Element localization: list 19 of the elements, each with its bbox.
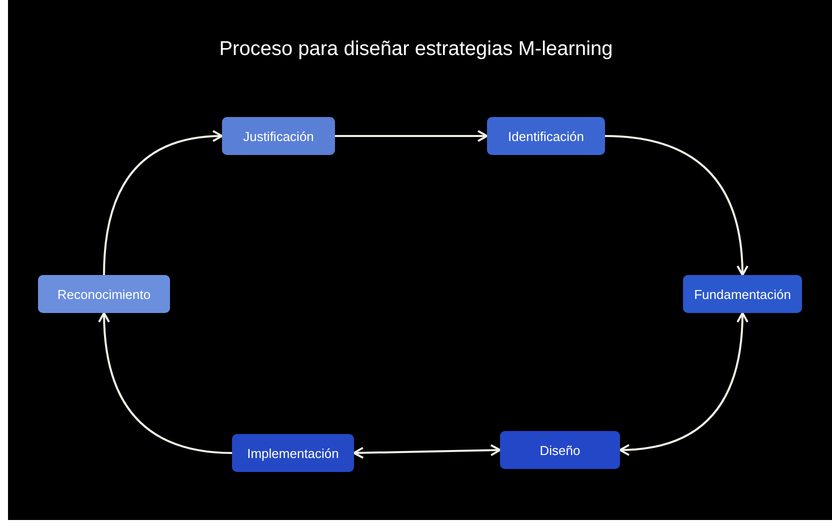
process-box [487,117,605,155]
arrow [619,312,748,456]
process-box [38,275,170,313]
step-label: Identificación [508,128,584,144]
arrow [604,135,748,276]
process-box [222,117,335,155]
arrow [353,444,501,459]
step-label: Implementación [247,446,339,460]
process-box [683,275,802,313]
arrow [335,130,488,142]
arrow [98,312,232,454]
diagram-title: Proceso para diseñar estrategias M-learning [219,38,613,61]
step-label: Diseño [540,442,580,458]
step-label: Reconocimiento [57,286,151,302]
process-box [500,431,620,469]
step-label: Justificación [243,128,314,144]
process-box [232,434,354,472]
arrow [103,130,223,276]
step-label: Fundamentación [694,286,791,302]
